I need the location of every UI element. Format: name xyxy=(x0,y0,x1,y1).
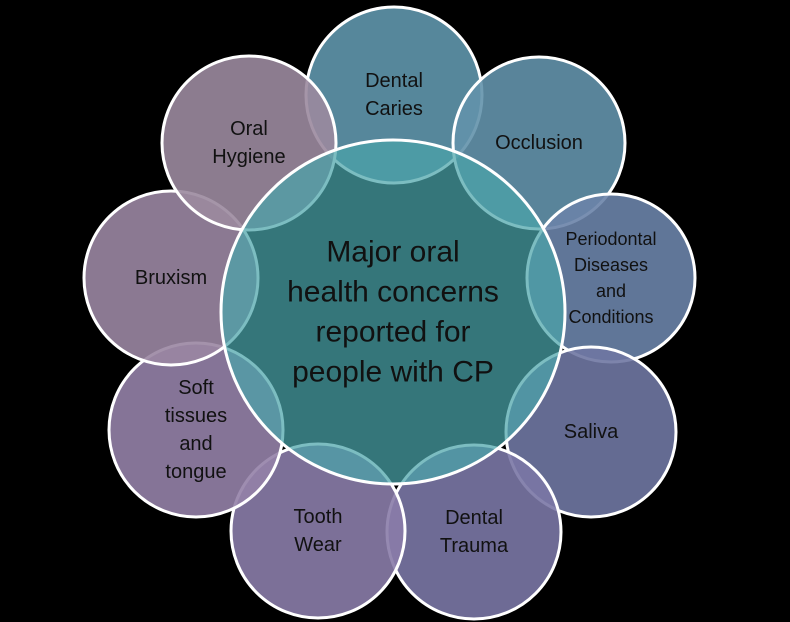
dental-caries-label-line-1: Dental xyxy=(365,70,423,92)
center-circle-layer xyxy=(219,138,567,486)
occlusion-label-line-1: Occlusion xyxy=(495,132,583,154)
tooth-wear-label-line-2: Wear xyxy=(294,534,342,556)
tooth-wear-label-line-1: Tooth xyxy=(294,506,343,528)
periodontal-label-line-4: Conditions xyxy=(568,307,653,327)
center-title-line-3: reported for xyxy=(315,316,470,349)
oral-hygiene-label-line-1: Oral xyxy=(230,118,268,140)
center-title-line-4: people with CP xyxy=(292,356,494,389)
soft-tissues-label-line-3: and xyxy=(179,433,212,455)
center-title-line-1: Major oral xyxy=(326,236,459,269)
labels-layer: DentalCariesOcclusionPeriodontalDiseases… xyxy=(135,70,657,557)
oral-hygiene-label-line-2: Hygiene xyxy=(212,146,285,168)
dental-trauma-label-line-2: Trauma xyxy=(440,535,509,557)
dental-trauma-label-line-1: Dental xyxy=(445,507,503,529)
saliva-label-line-1: Saliva xyxy=(564,421,619,443)
soft-tissues-label-line-1: Soft xyxy=(178,377,214,399)
periodontal-label-line-2: Diseases xyxy=(574,255,648,275)
bruxism-label-line-1: Bruxism xyxy=(135,267,207,289)
center-circle xyxy=(219,138,567,486)
soft-tissues-label-line-4: tongue xyxy=(165,461,226,483)
center-title-line-2: health concerns xyxy=(287,276,499,309)
periodontal-label-line-1: Periodontal xyxy=(565,229,656,249)
periodontal-label-line-3: and xyxy=(596,281,626,301)
dental-caries-label-line-2: Caries xyxy=(365,98,423,120)
soft-tissues-label-line-2: tissues xyxy=(165,405,227,427)
